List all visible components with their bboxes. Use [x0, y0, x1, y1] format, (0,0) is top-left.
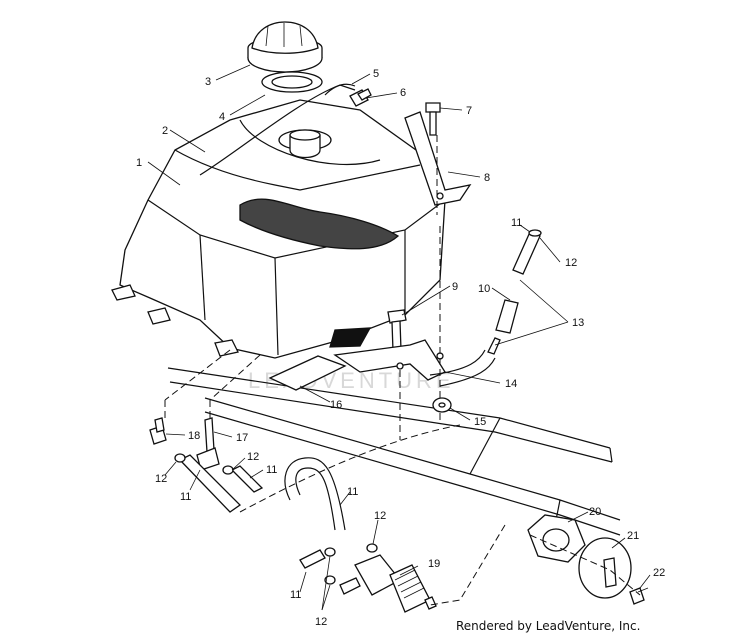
callout-12: 12 [565, 257, 577, 269]
callout-11: 11 [180, 491, 191, 503]
callout-14: 14 [505, 378, 517, 390]
callout-8: 8 [484, 172, 490, 184]
callout-16: 16 [330, 399, 342, 411]
callout-2: 2 [162, 125, 168, 137]
callout-11: 11 [266, 464, 277, 476]
callout-17: 17 [236, 432, 248, 444]
bolt [425, 102, 441, 136]
callout-12: 12 [374, 510, 386, 522]
vent-valve [349, 88, 372, 107]
callout-9: 9 [452, 281, 458, 293]
valve-nut [527, 514, 586, 563]
callout-11: 11 [347, 486, 358, 498]
callout-7: 7 [466, 105, 472, 117]
callout-12: 12 [247, 451, 259, 463]
callout-15: 15 [474, 416, 486, 428]
callout-12: 12 [155, 473, 167, 485]
vent-hose [324, 83, 356, 96]
callout-labels: 3 4 5 6 7 8 1 2 9 10 11 12 13 14 15 16 1… [136, 68, 665, 628]
callout-18: 18 [188, 430, 200, 442]
screw [629, 587, 649, 605]
callout-11: 11 [290, 589, 301, 601]
pad [268, 355, 347, 391]
callout-20: 20 [589, 506, 601, 518]
frame [167, 367, 621, 536]
callout-21: 21 [627, 530, 639, 542]
callout-11: 11 [511, 217, 522, 229]
callout-13: 13 [572, 317, 584, 329]
fuel-cap [247, 21, 323, 73]
callout-6: 6 [400, 87, 406, 99]
callout-5: 5 [373, 68, 379, 80]
leader-lines [147, 64, 651, 611]
lower-bolt [387, 309, 407, 352]
nut [432, 397, 452, 413]
callout-19: 19 [428, 558, 440, 570]
cap-gasket [261, 71, 323, 93]
callout-10: 10 [478, 283, 490, 295]
tee-fitting [196, 417, 220, 471]
callout-12: 12 [315, 616, 327, 628]
elbow-fitting [149, 417, 167, 445]
clamps [174, 453, 378, 585]
callout-4: 4 [219, 111, 225, 123]
mounting-bracket [404, 111, 472, 206]
filter-hose-set [429, 229, 542, 387]
fuel-valve [339, 554, 437, 613]
lower-bracket [333, 339, 446, 381]
lower-hoses [178, 454, 346, 569]
callout-22: 22 [653, 567, 665, 579]
callout-1: 1 [136, 157, 142, 169]
credit-text: Rendered by LeadVenture, Inc. [456, 619, 640, 633]
callout-3: 3 [205, 76, 211, 88]
tank-decal [239, 198, 400, 250]
